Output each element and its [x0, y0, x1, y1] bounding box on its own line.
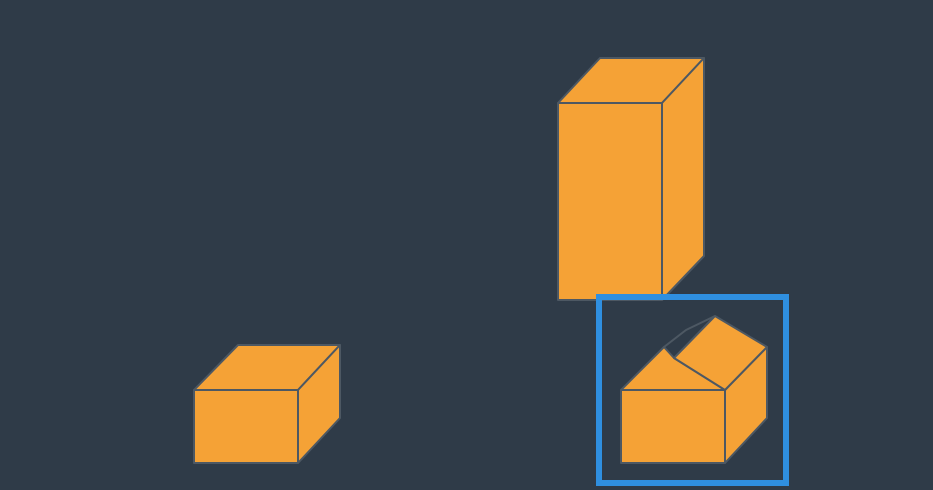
small-cube-front-face — [193, 389, 299, 464]
house-shape — [620, 315, 768, 464]
tall-box-front-face — [557, 102, 663, 301]
house-front-face — [620, 389, 726, 464]
house-roof-ridge — [663, 315, 716, 348]
tall-box — [557, 57, 705, 301]
small-cube — [193, 344, 341, 464]
selection-highlight-box — [596, 294, 789, 486]
house-roof-right — [673, 315, 768, 391]
